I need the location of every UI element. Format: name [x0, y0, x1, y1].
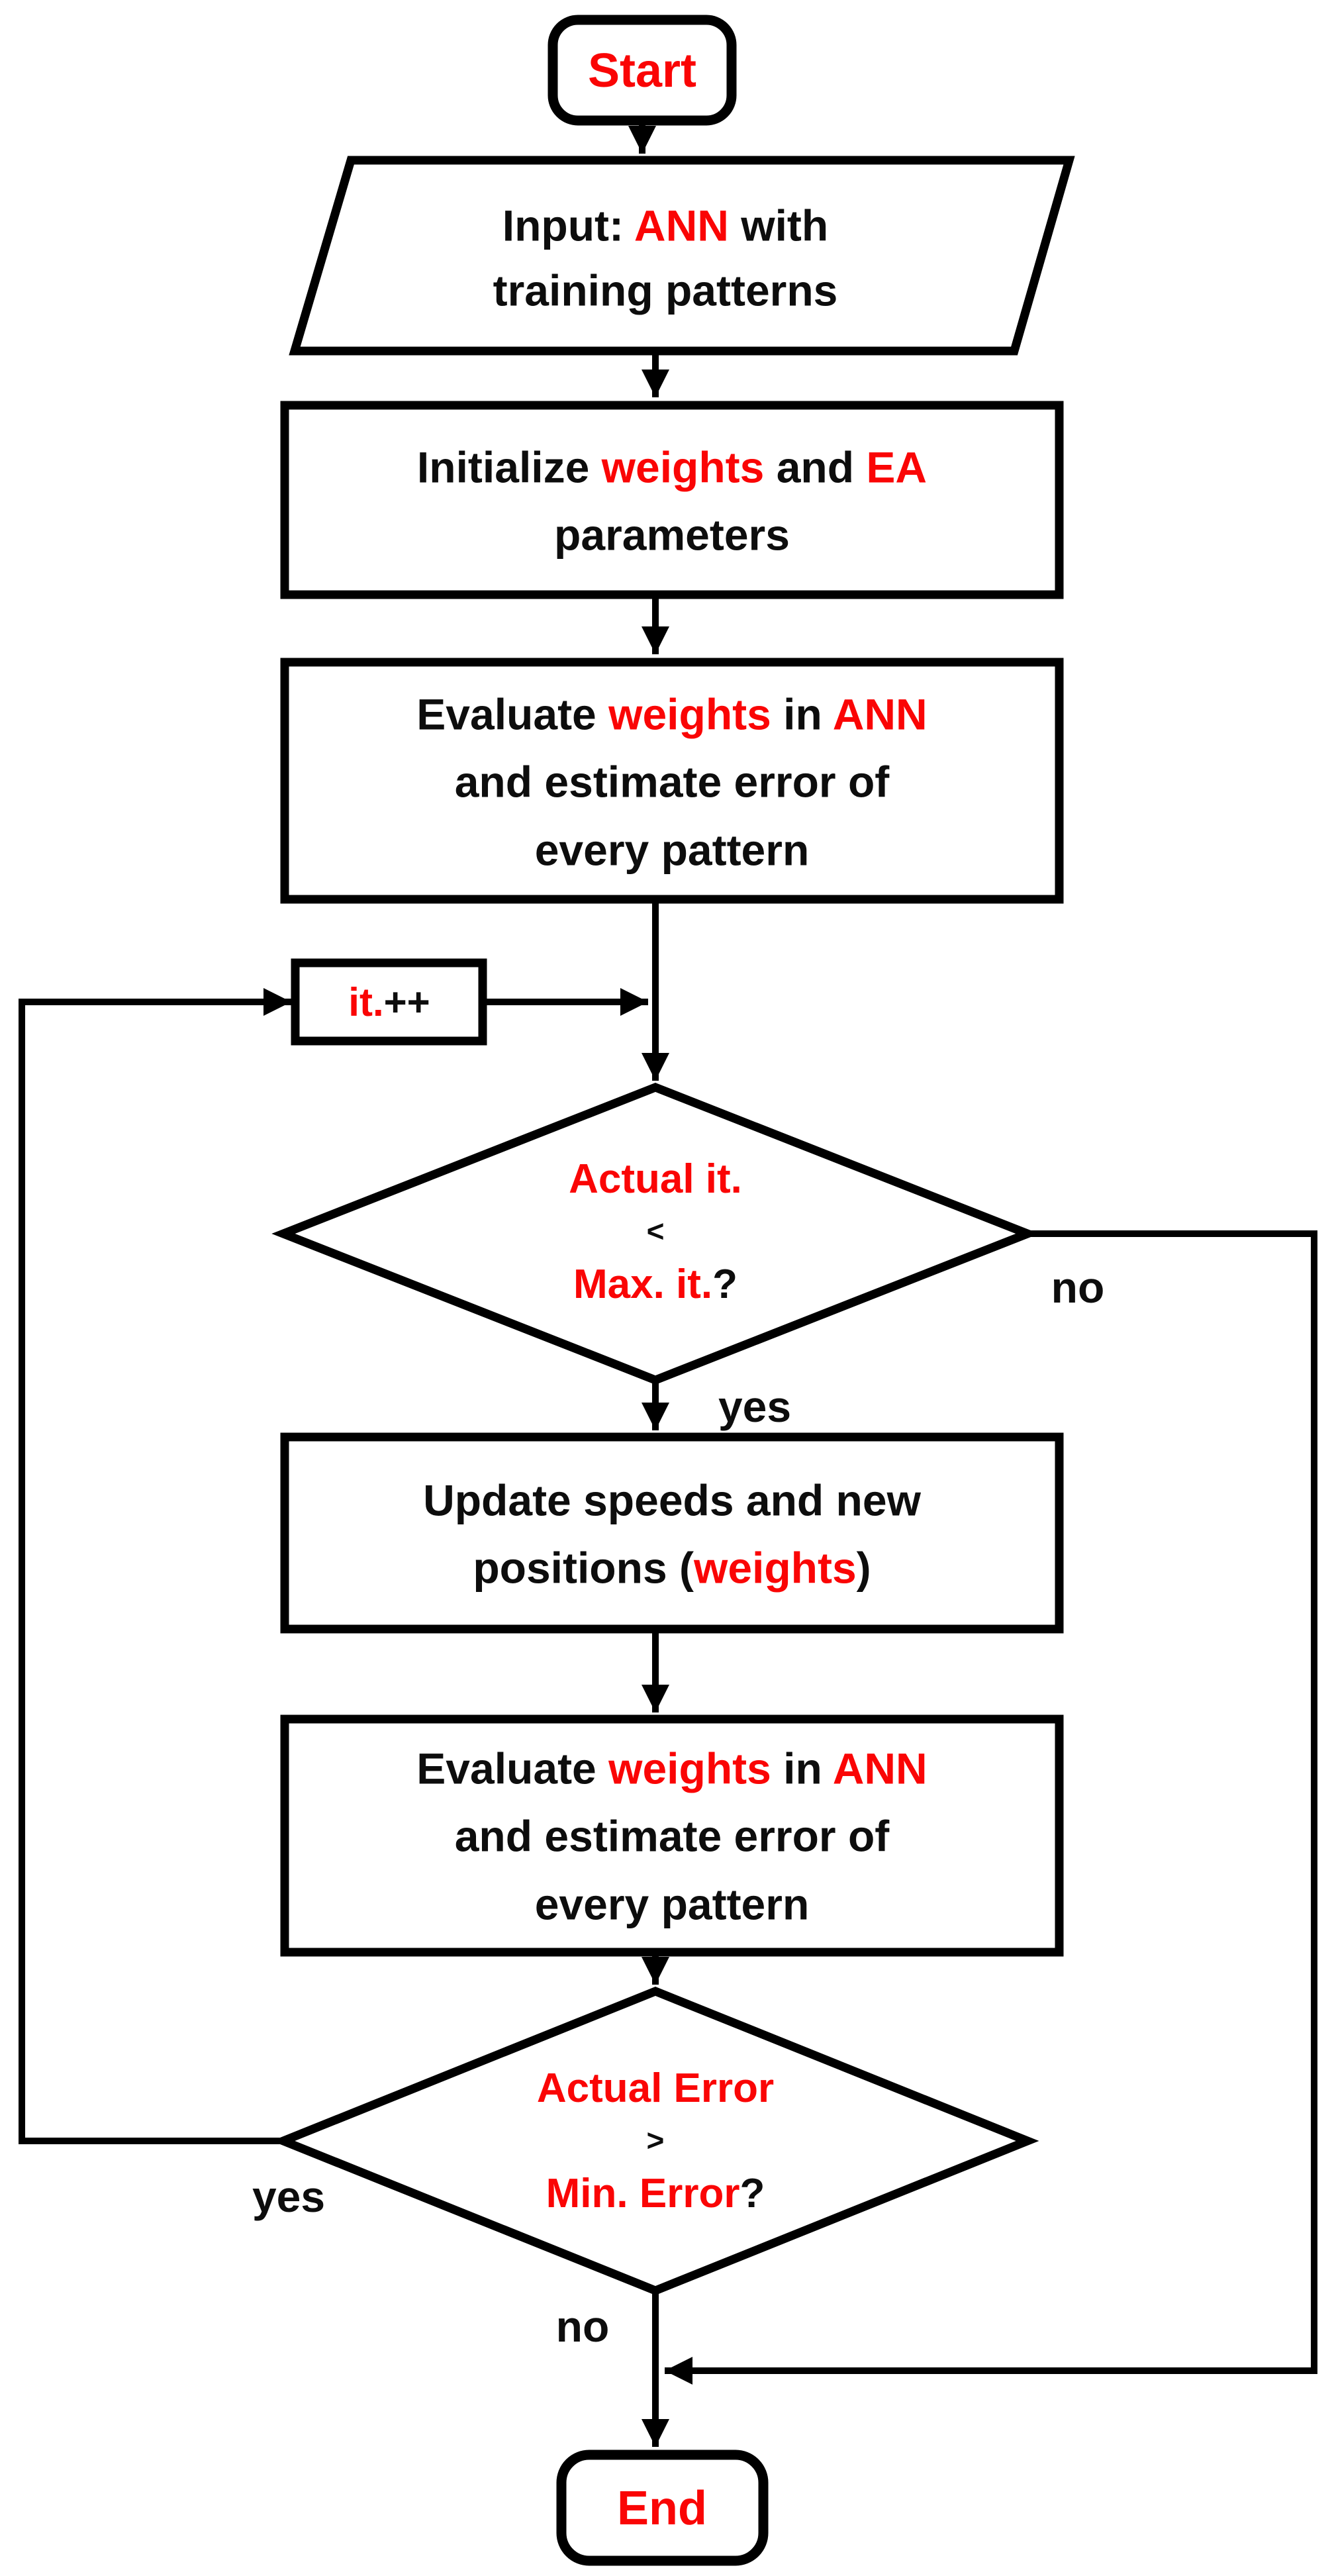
- highlighted-term: EA: [866, 442, 928, 492]
- text-line: parameters: [554, 501, 790, 569]
- text-line: Evaluate weights in ANN: [416, 1735, 927, 1803]
- text-segment: parameters: [554, 511, 790, 560]
- evaluate2-label: Evaluate weights in ANN and estimate erro…: [416, 1735, 927, 1938]
- text-segment: ): [856, 1544, 871, 1593]
- text-segment: ?: [739, 2170, 765, 2216]
- text-segment: <: [646, 1214, 665, 1249]
- decision-iteration-label: Actual it. < Max. it.?: [569, 1149, 742, 1314]
- text-segment: ++: [383, 980, 430, 1024]
- end-label: End: [617, 2482, 707, 2535]
- highlighted-term: Actual Error: [536, 2065, 775, 2112]
- text-segment: in: [771, 689, 833, 739]
- text-segment: training patterns: [493, 266, 838, 315]
- text-segment: in: [771, 1744, 833, 1793]
- initialize-shape: [280, 401, 1064, 599]
- text-line: >: [647, 2118, 665, 2163]
- decision-error-yes-label: yes: [252, 2172, 326, 2221]
- text-line: Initialize weights and EA: [417, 434, 927, 501]
- text-line: Max. it.?: [573, 1254, 738, 1314]
- text-segment: and estimate error of: [454, 1811, 890, 1861]
- highlighted-term: weights: [601, 442, 765, 492]
- start-shape: [548, 15, 737, 126]
- text-segment: and: [764, 442, 867, 492]
- highlighted-term: weights: [608, 1744, 771, 1793]
- text-segment: Update speeds and new: [423, 1475, 921, 1525]
- text-line: Evaluate weights in ANN: [416, 681, 927, 748]
- input-label: Input: ANN with training patterns: [493, 193, 838, 322]
- initialize-label: Initialize weights and EA parameters: [417, 434, 927, 570]
- decision-iteration-yes-label: yes: [718, 1382, 792, 1431]
- highlighted-term: Max. it.: [573, 1261, 713, 1307]
- text-line: positions (weights): [473, 1534, 871, 1602]
- iteration-counter-label: it.++: [348, 983, 430, 1022]
- text-segment: with: [728, 201, 829, 250]
- evaluate2-shape: [280, 1714, 1064, 1957]
- text-segment: every pattern: [534, 1879, 810, 1929]
- text-segment: and estimate error of: [454, 757, 890, 807]
- end-shape: [556, 2450, 769, 2566]
- text-line: and estimate error of: [455, 748, 890, 816]
- iteration-counter-shape: [291, 958, 487, 1046]
- highlighted-term: ANN: [832, 1744, 928, 1793]
- text-segment: >: [646, 2123, 665, 2158]
- text-line: every pattern: [535, 1870, 810, 1938]
- text-line: Actual Error: [537, 2058, 774, 2118]
- evaluate1-label: Evaluate weights in ANN and estimate erro…: [416, 681, 927, 884]
- decision-error-no-label: no: [555, 2302, 610, 2351]
- text-segment: Initialize: [416, 442, 602, 492]
- text-line: <: [647, 1209, 665, 1254]
- highlighted-term: weights: [693, 1544, 857, 1593]
- highlighted-term: Min. Error: [546, 2170, 740, 2216]
- text-line: Input: ANN with: [502, 193, 828, 258]
- text-line: it.++: [348, 983, 430, 1022]
- text-segment: Evaluate: [416, 1744, 609, 1793]
- highlighted-term: Actual it.: [569, 1156, 742, 1203]
- decision-iteration-shape: [271, 1083, 1039, 1385]
- text-segment: Evaluate: [416, 689, 609, 739]
- text-line: every pattern: [535, 816, 810, 883]
- decision-error-label: Actual Error > Min. Error?: [537, 2058, 774, 2224]
- text-line: training patterns: [493, 258, 838, 323]
- update-shape: [280, 1432, 1064, 1634]
- text-segment: every pattern: [534, 825, 810, 875]
- decision-error-shape: [271, 1986, 1039, 2296]
- input-parallelogram-shape: [289, 156, 1075, 356]
- start-label: Start: [587, 44, 697, 97]
- text-segment: positions (: [473, 1544, 694, 1593]
- highlighted-term: weights: [608, 689, 771, 739]
- update-label: Update speeds and new positions (weights): [423, 1467, 921, 1603]
- text-line: Update speeds and new: [423, 1467, 921, 1534]
- text-line: and estimate error of: [455, 1803, 890, 1870]
- arrow-decision-iteration-no-to-merge: [665, 1230, 1317, 2385]
- text-line: Actual it.: [569, 1149, 742, 1209]
- decision-iteration-no-label: no: [1051, 1263, 1105, 1312]
- text-segment: Input:: [502, 201, 634, 250]
- highlighted-term: it.: [348, 980, 384, 1024]
- highlighted-term: ANN: [832, 689, 928, 739]
- evaluate1-shape: [280, 658, 1064, 904]
- highlighted-term: ANN: [634, 201, 729, 250]
- text-segment: ?: [712, 1261, 738, 1307]
- arrow-loop-yes-to-iteration-counter: [19, 988, 291, 2144]
- text-line: Min. Error?: [546, 2163, 765, 2224]
